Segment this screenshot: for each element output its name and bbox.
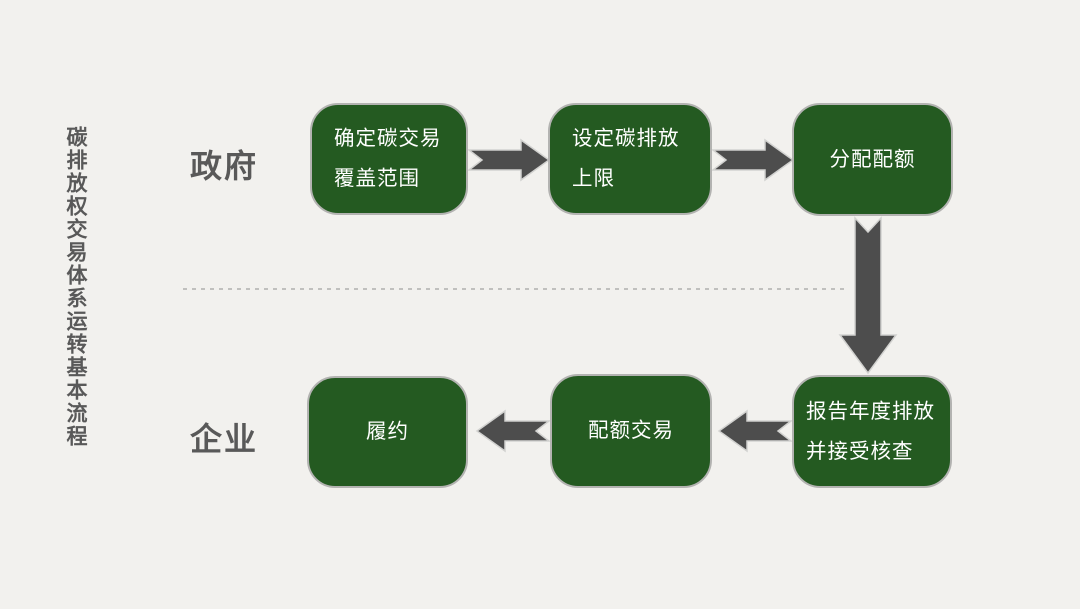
step-box-report-verify: 报告年度排放 并接受核查	[792, 375, 952, 488]
arrow-down-icon	[838, 216, 898, 375]
row-label-enterprise: 企业	[190, 421, 259, 457]
diagram-vertical-title: 碳排放权交易体系运转基本流程	[64, 126, 87, 448]
step-box-quota-trading: 配额交易	[550, 374, 712, 488]
step-text-line: 报告年度排放	[806, 399, 935, 423]
step-box-fulfill: 履约	[307, 376, 468, 488]
step-text-line: 分配配额	[829, 147, 916, 171]
step-text-line: 设定碳排放	[572, 127, 680, 150]
step-text-line: 并接受核查	[806, 439, 914, 463]
row-label-government: 政府	[190, 148, 259, 184]
step-text-line: 上限	[572, 167, 615, 190]
step-text-line: 配额交易	[588, 419, 674, 442]
step-text-line: 覆盖范围	[334, 167, 420, 190]
step-box-define-coverage: 确定碳交易 覆盖范围	[310, 103, 468, 215]
step-box-set-cap: 设定碳排放 上限	[548, 103, 712, 215]
arrow-left-1-icon	[717, 409, 794, 453]
step-box-allocate-quota: 分配配额	[792, 103, 953, 216]
step-text-line: 履约	[366, 420, 409, 443]
step-text-line: 确定碳交易	[334, 127, 442, 150]
arrow-right-2-icon	[710, 138, 795, 182]
arrow-left-2-icon	[475, 409, 552, 453]
arrow-right-1-icon	[466, 138, 551, 182]
